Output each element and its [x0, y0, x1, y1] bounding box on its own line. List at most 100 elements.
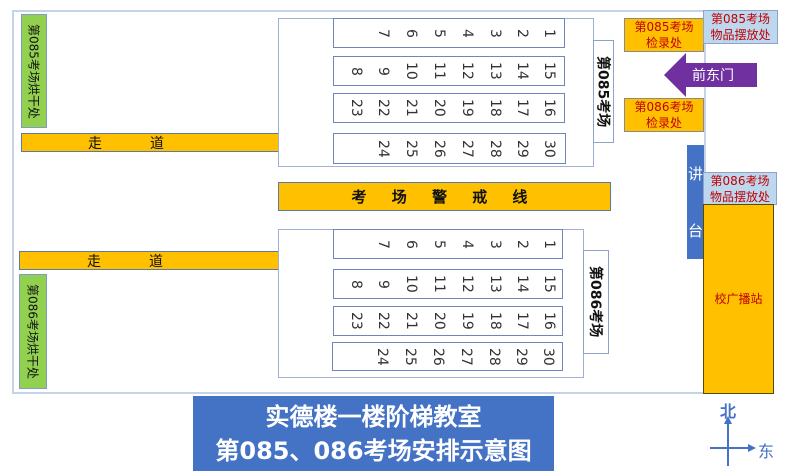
podium-char-2: 台 [687, 222, 703, 240]
storage-085: 第085考场 物品摆放处 [703, 10, 778, 44]
seat-row: 1 2 3 4 5 6 7 [333, 18, 565, 48]
seat-number: 6 [403, 239, 419, 249]
seat-number: 24 [375, 139, 391, 158]
seat-number: 19 [459, 312, 475, 330]
seat-number: 20 [431, 312, 447, 330]
seat-number: 2 [514, 28, 530, 38]
walkway-085: 走道 [21, 133, 279, 152]
seat-number: 23 [348, 99, 364, 117]
seat-number: 23 [348, 312, 364, 330]
storage-085-line1: 第085考场 [711, 12, 770, 26]
seat-number: 5 [431, 28, 447, 38]
seat-number: 13 [487, 275, 503, 293]
storage-086-line2: 物品摆放处 [709, 189, 770, 204]
checkin-085-line1: 第085考场 [634, 20, 694, 34]
storage-086-line1: 第086考场 [710, 173, 770, 188]
seat-number: 8 [348, 66, 364, 76]
seat-number: 20 [431, 99, 447, 117]
seat-number: 15 [541, 275, 557, 293]
seat-number: 27 [458, 347, 474, 366]
compass-north: 北 [720, 402, 737, 421]
walkway-086: 走道 [19, 251, 279, 270]
seat-number: 21 [403, 312, 419, 330]
seat-number: 24 [374, 347, 390, 366]
seat-number: 1 [541, 239, 557, 249]
seat-row: 15 14 13 12 11 10 9 8 [333, 269, 563, 299]
seat-number: 26 [431, 139, 447, 158]
seat-number: 19 [459, 99, 475, 117]
title-line2: 第085、086考场安排示意图 [215, 436, 532, 465]
seat-row: 15 14 13 12 11 10 9 8 [333, 56, 565, 86]
seat-number: 12 [459, 62, 475, 80]
exam-room-086-label: 第086考场 [583, 250, 609, 354]
checkin-086-line2: 检录处 [645, 116, 682, 130]
seat-number: 18 [487, 312, 503, 330]
seat-number: 1 [541, 28, 557, 38]
seat-number: 5 [431, 239, 447, 249]
seat-number: 9 [375, 66, 391, 76]
seat-number: 18 [487, 99, 503, 117]
seat-number: 30 [541, 139, 557, 158]
seat-number: 10 [403, 275, 419, 293]
seat-number: 27 [459, 139, 475, 158]
seat-number: 14 [514, 275, 530, 293]
seat-number: 10 [403, 62, 419, 80]
seat-number: 2 [514, 239, 530, 249]
compass-east: 东 [758, 442, 775, 461]
storage-085-line2: 物品摆放处 [710, 28, 771, 42]
title-box: 实德楼一楼阶梯教室 第085、086考场安排示意图 [193, 396, 554, 471]
checkin-085-line2: 检录处 [645, 36, 682, 50]
seat-number: 12 [459, 275, 475, 293]
podium-char-1: 讲 [687, 165, 703, 183]
seat-number: 4 [459, 28, 475, 38]
seat-number: 25 [403, 139, 419, 158]
podium: 讲 台 [687, 145, 704, 259]
seat-row: 1 2 3 4 5 6 7 [333, 229, 563, 259]
seat-number: 3 [487, 239, 503, 249]
seat-number: 22 [375, 312, 391, 330]
storage-086: 第086考场 物品摆放处 [703, 172, 777, 205]
broadcast-station: 校广播站 [703, 204, 774, 394]
compass: 北 东 [708, 398, 788, 468]
title-line1: 实德楼一楼阶梯教室 [265, 402, 482, 431]
exam-room-085-label: 第085考场 [593, 40, 614, 143]
front-east-door-label: 前东门 [692, 68, 734, 84]
seat-number: 28 [486, 347, 502, 366]
dryer-area-085: 第085考场烘干处 [21, 14, 47, 128]
seat-number: 8 [348, 279, 364, 289]
seat-number: 3 [487, 28, 503, 38]
seat-number: 21 [403, 99, 419, 117]
seat-number: 16 [541, 312, 557, 330]
seat-number: 16 [541, 99, 557, 117]
seat-number: 26 [430, 347, 446, 366]
seat-number: 29 [514, 139, 530, 158]
seat-number: 6 [403, 28, 419, 38]
seat-number: 11 [431, 62, 447, 80]
seat-number: 29 [513, 347, 529, 366]
cordon-line: 考 场 警 戒 线 [278, 182, 611, 211]
seat-number: 7 [375, 28, 391, 38]
seat-number: 25 [402, 347, 418, 366]
seat-row: 30 29 28 27 26 25 24 [333, 133, 566, 164]
arrow-left-icon [664, 53, 757, 97]
seat-number: 15 [541, 62, 557, 80]
compass-arrows-icon [710, 416, 756, 466]
checkin-086-line1: 第086考场 [634, 100, 694, 114]
seat-number: 30 [540, 347, 556, 366]
seat-row: 30 29 28 27 26 25 24 [332, 342, 563, 371]
seat-number: 7 [375, 239, 391, 249]
seat-number: 17 [514, 99, 530, 117]
seat-number: 28 [487, 139, 503, 158]
seat-number: 17 [514, 312, 530, 330]
seat-number: 13 [487, 62, 503, 80]
front-east-door-arrow: 前东门 [664, 53, 757, 97]
seat-number: 14 [514, 62, 530, 80]
dryer-area-086: 第086考场烘干处 [19, 274, 47, 389]
seat-number: 4 [459, 239, 475, 249]
seat-number: 9 [375, 279, 391, 289]
checkin-085: 第085考场 检录处 [624, 18, 704, 52]
seat-row: 16 17 18 19 20 21 22 23 [333, 306, 563, 336]
checkin-086: 第086考场 检录处 [624, 98, 704, 132]
seat-number: 11 [431, 275, 447, 293]
